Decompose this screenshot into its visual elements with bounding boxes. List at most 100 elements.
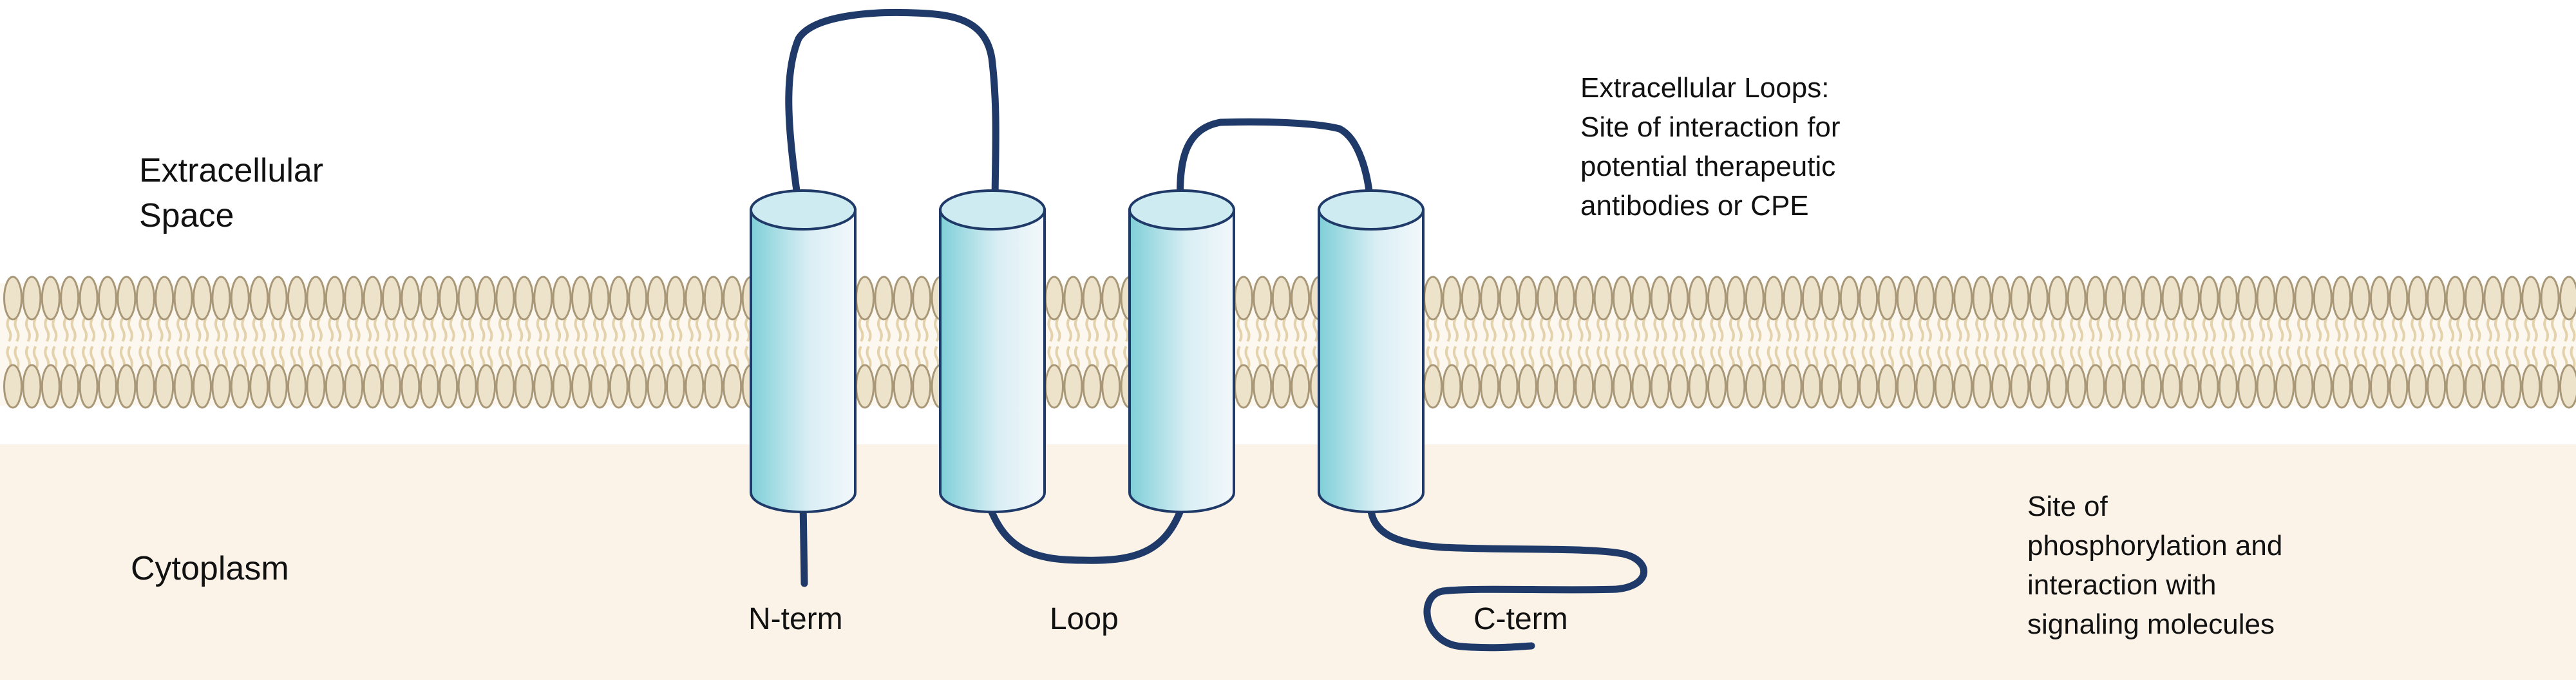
lipid-tail [176,317,183,342]
lipid-tail [1634,317,1640,342]
lipid-tail [70,346,77,370]
lipid-head [874,364,894,409]
lipid-head [1745,364,1765,409]
lipid-tail [2040,346,2046,370]
lipid-tail [449,346,455,370]
c-terminus-label: C-term [1473,602,1568,636]
lipid-tail [1472,317,1478,342]
lipid-tail [1956,317,1962,342]
lipid-tail [2012,317,2019,342]
lipid-head [1631,276,1651,321]
lipid-tail [2002,317,2008,342]
lipid-head [533,364,553,409]
lipid-tail [2229,346,2235,370]
lipid-tail [2172,346,2179,370]
lipid-head [1991,364,2011,409]
lipid-tail [2494,346,2500,370]
lipid-head [1291,364,1311,409]
lipid-head [1972,364,1992,409]
lipid-head [2237,364,2257,409]
lipid-tail [714,317,721,342]
lipid-tail [638,346,645,370]
lipid-tail [620,346,626,370]
lipid-head [287,276,307,321]
lipid-tail [430,346,437,370]
lipid-tail [2134,346,2141,370]
lipid-tail [1093,317,1099,342]
lipid-head [306,364,326,409]
lipid-tail [2410,317,2417,342]
lipid-head [1915,364,1935,409]
lipid-tail [1464,317,1470,342]
lipid-head [1669,364,1689,409]
lipid-tail [1756,346,1762,370]
lipid-tail [2153,346,2159,370]
lipid-tail [1293,317,1300,342]
lipid-tail [592,317,599,342]
lipid-head [1575,364,1595,409]
lipid-head [419,364,439,409]
annotation-line: interaction with [2027,569,2217,601]
lipid-tail [733,317,739,342]
transmembrane-helix-1 [750,189,857,513]
lipid-tail [203,317,209,342]
lipid-tail [1510,346,1516,370]
lipid-tail [392,346,399,370]
lipid-tail [1718,346,1724,370]
lipid-head [230,364,250,409]
lipid-tail [2278,317,2284,342]
lipid-tail [366,317,372,342]
lipid-head [2540,276,2560,321]
lipid-tail [1983,317,1989,342]
lipid-tail [582,317,588,342]
lipid-tail [1926,317,1932,342]
lipid-tail [222,346,228,370]
lipid-tail [2134,317,2141,342]
lipid-tail [1566,317,1573,342]
lipid-tail [517,317,524,342]
lipid-tail [934,317,940,342]
lipid-tail [2248,317,2254,342]
lipid-tail [2088,317,2095,342]
lipid-tail [2570,317,2576,342]
lipid-tail [2562,317,2568,342]
lipid-tail [241,346,247,370]
lipid-head [2445,276,2465,321]
lipid-tail [600,317,607,342]
lipid-tail [884,317,891,342]
lipid-head [1442,276,1462,321]
lipid-head [1821,364,1841,409]
extracellular-loops-annotation: Extracellular Loops: Site of interaction… [1580,68,1841,225]
lipid-tail [1066,317,1072,342]
lipid-head [1234,364,1253,409]
lipid-tail [1472,346,1478,370]
lipid-tail [2532,346,2538,370]
lipid-head [401,364,421,409]
lipid-head [1688,364,1708,409]
lipid-tail [658,346,664,370]
lipid-head [2143,276,2163,321]
lipid-head [193,364,212,409]
lipid-tail [1585,346,1591,370]
lipid-tail [2070,317,2076,342]
helix-top-cap [750,189,857,231]
annotation-line: potential therapeutic [1580,151,1836,182]
lipid-tail [2334,317,2341,342]
lipid-head [2540,364,2560,409]
extracellular-loop-1 [785,8,999,209]
lipid-head [268,364,288,409]
lipid-tail [1502,317,1508,342]
lipid-tail [1736,317,1743,342]
c-terminus-chain [1367,502,1647,652]
lipid-tail [290,317,296,342]
lipid-head [2048,276,2068,321]
lipid-tail [1047,317,1054,342]
lipid-head [2086,364,2105,409]
lipid-head [268,276,288,321]
lipid-tail [2058,346,2065,370]
lipid-tail [6,317,12,342]
lipid-head [703,364,723,409]
lipid-head [1613,364,1632,409]
lipid-tail [1093,346,1099,370]
